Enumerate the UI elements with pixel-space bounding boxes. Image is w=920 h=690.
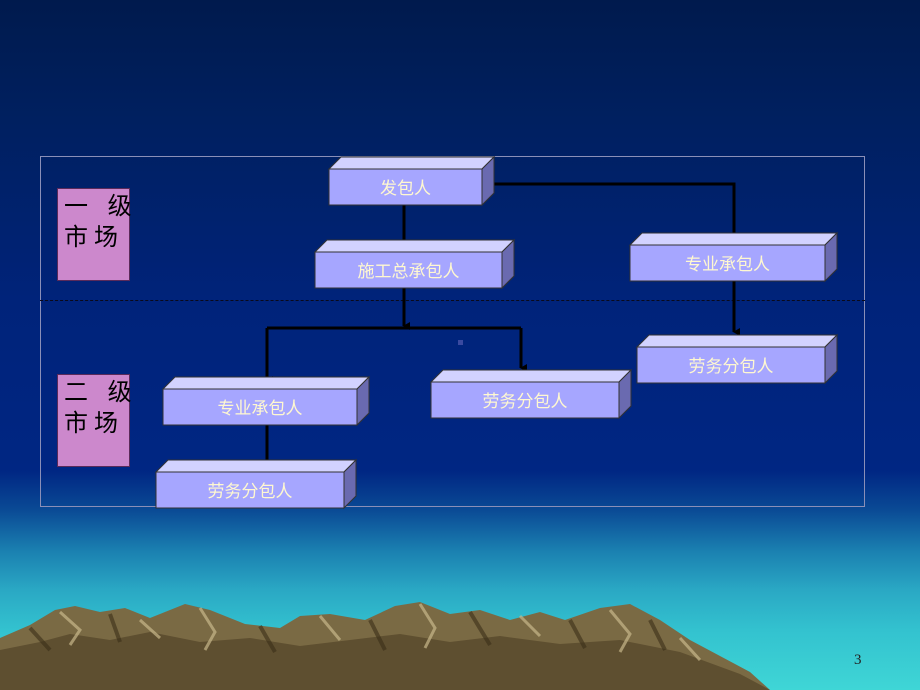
box-specialty-contractor-secondary: 专业承包人 <box>161 375 371 427</box>
box-specialty-contractor-primary-label: 专业承包人 <box>685 254 770 275</box>
box-labor-subcontractor-secondary-bottom-label: 劳务分包人 <box>207 481 293 502</box>
box-labor-subcontractor-secondary-mid: 劳务分包人 <box>429 368 633 420</box>
box-general-contractor-label: 施工总承包人 <box>357 261 460 282</box>
box-general-contractor: 施工总承包人 <box>313 238 516 290</box>
mountain-range-illustration <box>0 602 770 690</box>
primary-market-line2: 市场 <box>64 223 124 251</box>
box-employer: 发包人 <box>327 155 496 207</box>
box-employer-label: 发包人 <box>380 178 431 199</box>
connector-employer-specialty <box>490 182 740 242</box>
secondary-market-line2: 市场 <box>64 409 124 437</box>
decorative-dot <box>458 340 463 345</box>
primary-market-line1: 一 级 <box>64 192 138 220</box>
box-specialty-contractor-secondary-label: 专业承包人 <box>217 398 303 419</box>
box-labor-subcontractor-secondary-mid-label: 劳务分包人 <box>482 391 568 412</box>
box-labor-subcontractor-primary-label: 劳务分包人 <box>688 356 774 377</box>
box-specialty-contractor-primary: 专业承包人 <box>628 231 839 283</box>
primary-market-label: 一 级 市场 <box>57 188 138 281</box>
market-divider <box>40 300 865 301</box>
box-labor-subcontractor-secondary-bottom: 劳务分包人 <box>154 458 358 510</box>
box-labor-subcontractor-primary: 劳务分包人 <box>635 333 839 385</box>
page-number: 3 <box>854 652 862 668</box>
secondary-market-line1: 二 级 <box>64 378 138 406</box>
secondary-market-label: 二 级 市场 <box>57 374 138 467</box>
